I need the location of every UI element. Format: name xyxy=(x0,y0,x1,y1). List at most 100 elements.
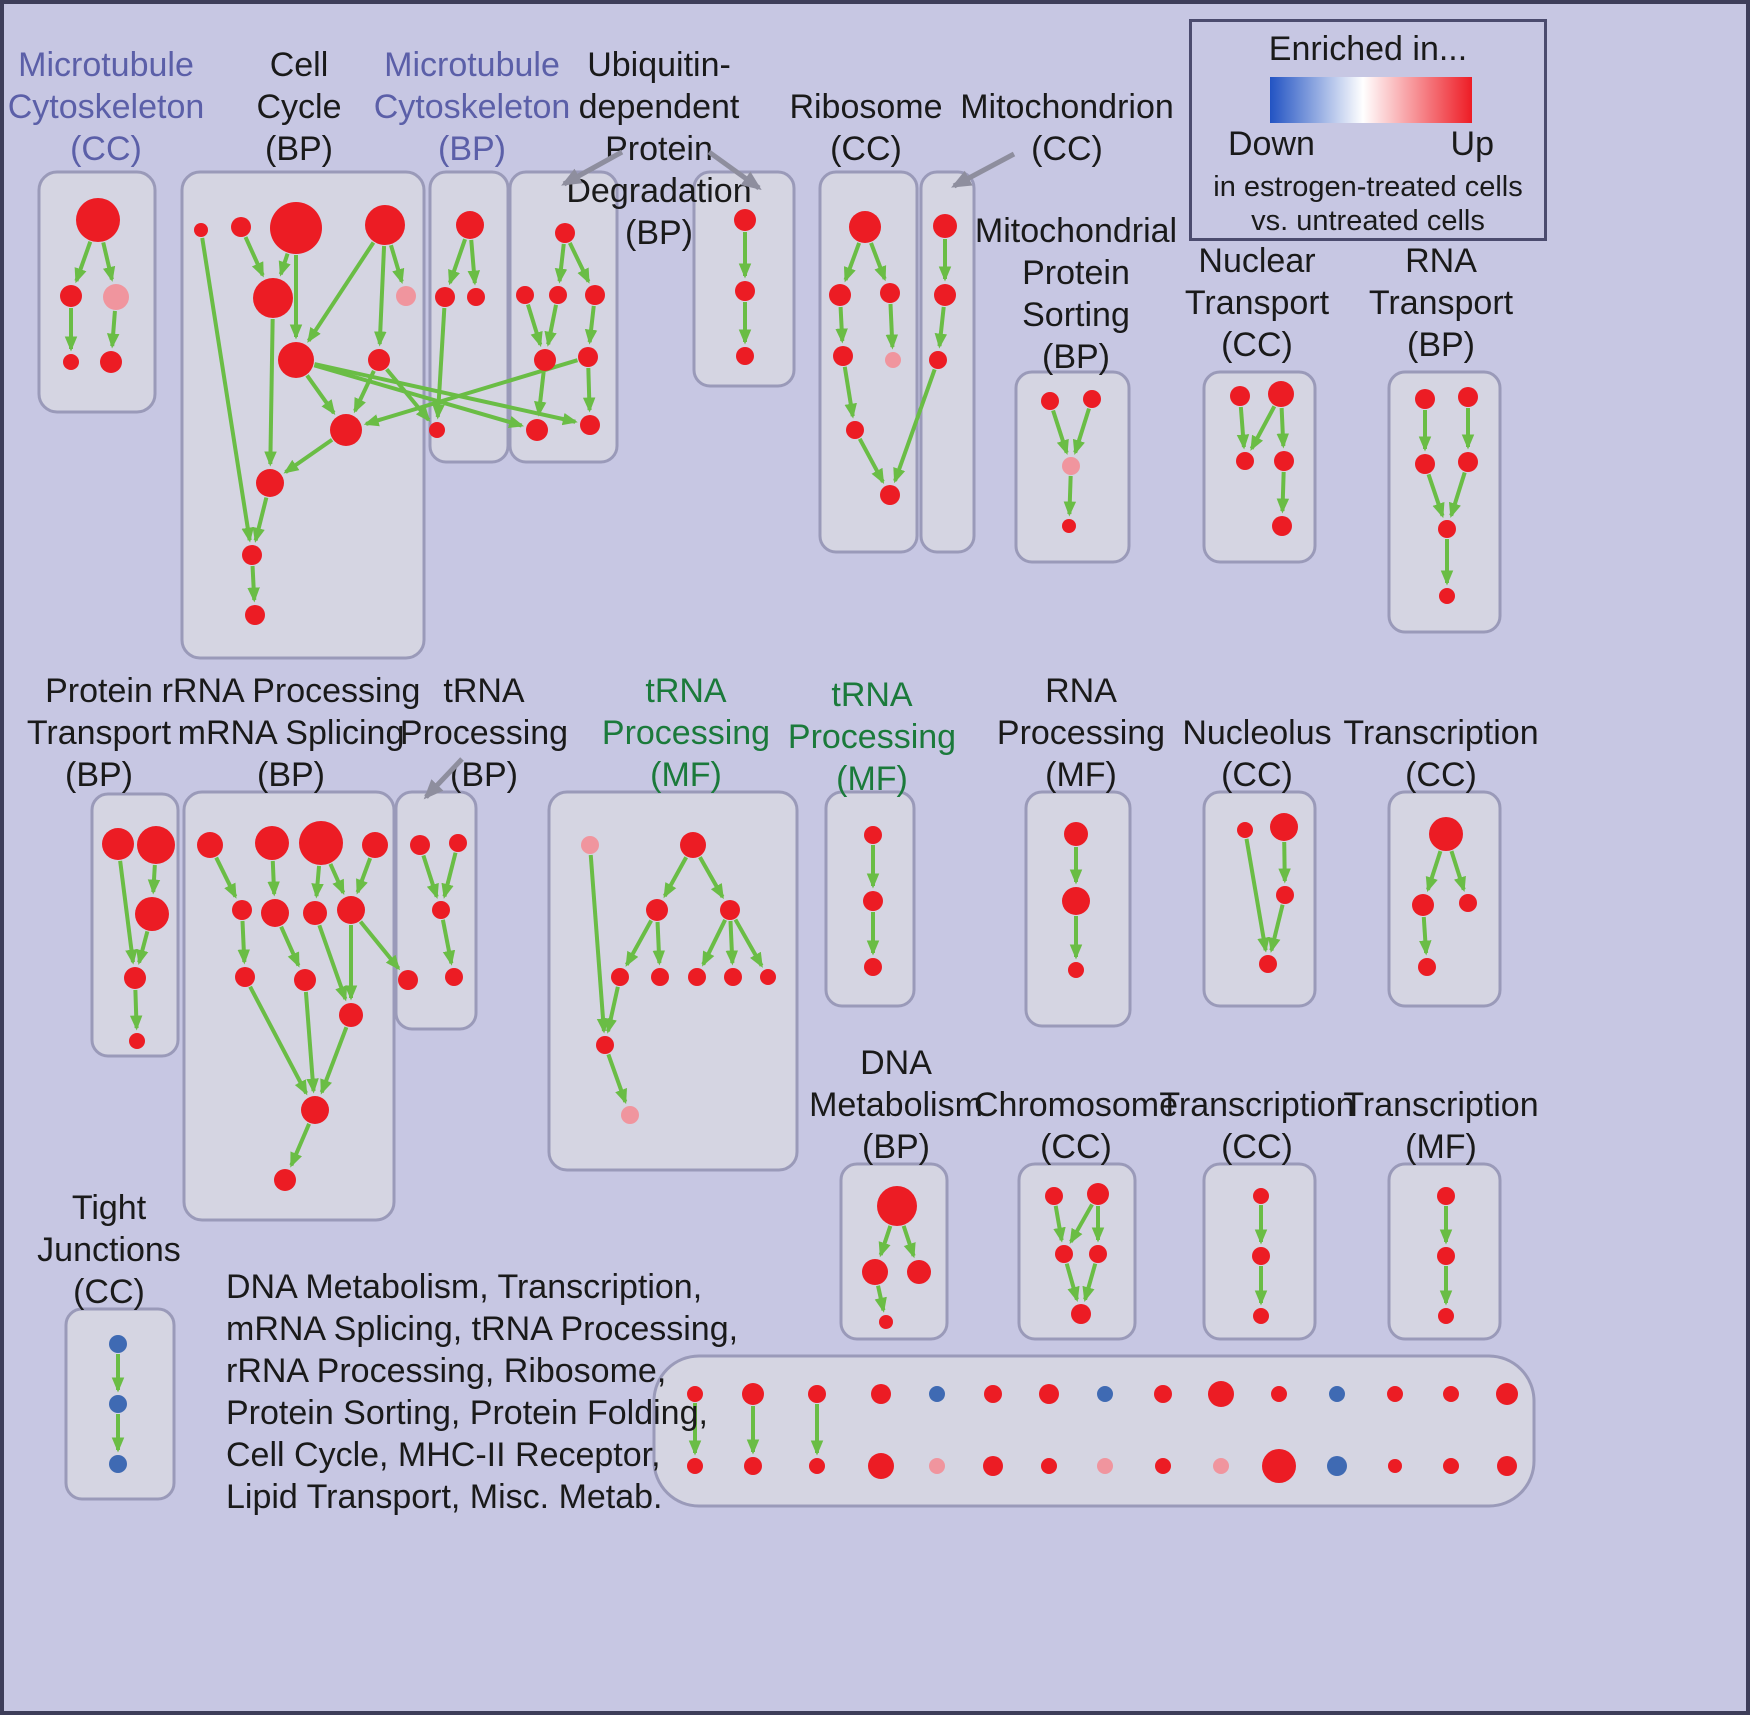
node-m2t-misc-metabolism xyxy=(742,1383,764,1405)
node-n51-nuclear-transport-cc xyxy=(1272,516,1292,536)
node-n105-transcription-cc-1 xyxy=(1418,958,1436,976)
node-n19-microtubule-bp xyxy=(435,287,455,307)
node-n111-chromosome-cc xyxy=(1087,1183,1109,1205)
node-n34-ribosome-cc xyxy=(829,284,851,306)
group-label-transcription-cc-1: Transcription(CC) xyxy=(1343,714,1538,794)
edge-n26-n28 xyxy=(534,371,547,417)
edge-n65-n69 xyxy=(311,865,324,899)
edge-n78-n79 xyxy=(440,919,456,966)
group-box-chromosome-cc xyxy=(1017,1162,1137,1341)
edge-n19-n21 xyxy=(432,307,447,420)
edge-n50-n51 xyxy=(1276,471,1290,514)
edge-n27-n14 xyxy=(363,358,579,427)
node-m14b-misc-metabolism xyxy=(1443,1458,1459,1474)
node-n36-ribosome-cc xyxy=(833,346,853,366)
node-n82-trna-processing-mf-1 xyxy=(680,832,706,858)
node-n72-rrna-mrna-bp xyxy=(294,969,316,991)
group-label-chromosome-cc: Chromosome(CC) xyxy=(974,1086,1178,1166)
edge-n13-n21 xyxy=(385,367,431,422)
legend-up-label: Up xyxy=(1450,125,1494,163)
group-box-microtubule-bp xyxy=(428,170,510,464)
group-label-mitochondrion-cc: Mitochondrion(CC) xyxy=(960,88,1174,168)
group-box-misc-metabolism xyxy=(652,1354,1536,1508)
node-n39-ribosome-cc xyxy=(880,485,900,505)
node-n44-mito-protein-sorting-bp xyxy=(1083,390,1101,408)
node-n50-nuclear-transport-cc xyxy=(1274,451,1294,471)
node-n21-microtubule-bp xyxy=(429,422,445,438)
group-box-dna-metabolism-bp xyxy=(839,1162,949,1341)
node-n63-rrna-mrna-bp xyxy=(197,832,223,858)
node-m4b-misc-metabolism xyxy=(868,1453,894,1479)
legend-downup-row: Down Up xyxy=(1192,123,1544,164)
node-n71-rrna-mrna-bp xyxy=(235,967,255,987)
node-n75-rrna-mrna-bp xyxy=(274,1169,296,1191)
node-n24-ubiquitin-left xyxy=(549,286,567,304)
group-box-microtubule-cc xyxy=(37,170,157,414)
edge-n7-n10 xyxy=(243,236,265,278)
edge-n84-n89 xyxy=(733,918,764,968)
edge-n77-n78 xyxy=(441,852,458,899)
node-n84-trna-processing-mf-1 xyxy=(720,900,740,920)
node-n70-rrna-mrna-bp xyxy=(337,896,365,924)
edge-n18-n19 xyxy=(448,238,467,286)
node-n2-microtubule-cc xyxy=(60,285,82,307)
edge-n68-n72 xyxy=(279,925,301,968)
node-n74-rrna-mrna-bp xyxy=(301,1096,329,1124)
edge-n24-n26 xyxy=(544,304,558,347)
node-m12t-misc-metabolism xyxy=(1329,1386,1345,1402)
edge-n102-n104 xyxy=(1449,850,1466,893)
edge-n107-n109 xyxy=(874,1285,887,1313)
node-n18-microtubule-bp xyxy=(456,211,484,239)
misc-label-line-3: rRNA Processing, Ribosome, xyxy=(226,1352,667,1390)
edge-n113-n114 xyxy=(1082,1263,1098,1302)
misc-label-line-4: Protein Sorting, Protein Folding, xyxy=(226,1394,708,1432)
node-m5b-misc-metabolism xyxy=(929,1458,945,1474)
node-n113-chromosome-cc xyxy=(1089,1245,1107,1263)
node-n67-rrna-mrna-bp xyxy=(232,900,252,920)
node-n5-microtubule-cc xyxy=(100,351,122,373)
legend-subtitle-2: vs. untreated cells xyxy=(1251,205,1485,237)
edge-n63-n67 xyxy=(214,856,238,899)
node-n97-rna-processing-mf xyxy=(1068,962,1084,978)
edge-n83-n86 xyxy=(652,921,666,966)
edge-n41-n42 xyxy=(934,306,948,349)
node-n10-cell-cycle-bp xyxy=(253,278,293,318)
legend-gradient-bar xyxy=(1270,77,1472,123)
node-n109-dna-metabolism-bp xyxy=(879,1315,893,1329)
node-n11-cell-cycle-bp xyxy=(396,286,416,306)
edge-n66-n70 xyxy=(355,857,373,895)
node-n42-mitochondrion-cc xyxy=(929,351,947,369)
edge-n48-n50 xyxy=(1276,407,1290,449)
node-n43-mito-protein-sorting-bp xyxy=(1041,392,1059,410)
node-n115-transcription-cc-2 xyxy=(1253,1188,1269,1204)
edge-n73-n74 xyxy=(319,1026,349,1095)
node-n12-cell-cycle-bp xyxy=(278,342,314,378)
misc-label-line-2: mRNA Splicing, tRNA Processing, xyxy=(226,1310,739,1348)
pointer-arrow-2 xyxy=(707,149,762,191)
edge-n112-n114 xyxy=(1064,1263,1080,1302)
legend-down-label: Down xyxy=(1228,125,1315,163)
group-box-mitochondrion-cc xyxy=(919,170,976,554)
node-n83-trna-processing-mf-1 xyxy=(646,899,668,921)
node-n30-ubiquitin-right xyxy=(734,209,756,231)
node-n90-trna-processing-mf-1 xyxy=(596,1036,614,1054)
node-m6t-misc-metabolism xyxy=(984,1385,1002,1403)
node-n52-rna-transport-bp xyxy=(1415,389,1435,409)
pointer-arrow-1 xyxy=(561,149,624,187)
node-n28-ubiquitin-left xyxy=(526,419,548,441)
node-n103-transcription-cc-1 xyxy=(1412,894,1434,916)
edge-n60-n61 xyxy=(136,930,150,965)
edge-n103-n105 xyxy=(1419,916,1432,956)
edge-n47-n49 xyxy=(1236,406,1250,450)
node-m12b-misc-metabolism xyxy=(1327,1456,1347,1476)
node-n31-ubiquitin-right xyxy=(735,281,755,301)
node-n99-nucleolus-cc xyxy=(1270,813,1298,841)
node-n59-protein-transport-bp xyxy=(137,826,175,864)
node-n69-rrna-mrna-bp xyxy=(303,901,327,925)
edge-n45-n46 xyxy=(1063,475,1077,517)
edge-n18-n20 xyxy=(467,239,481,286)
